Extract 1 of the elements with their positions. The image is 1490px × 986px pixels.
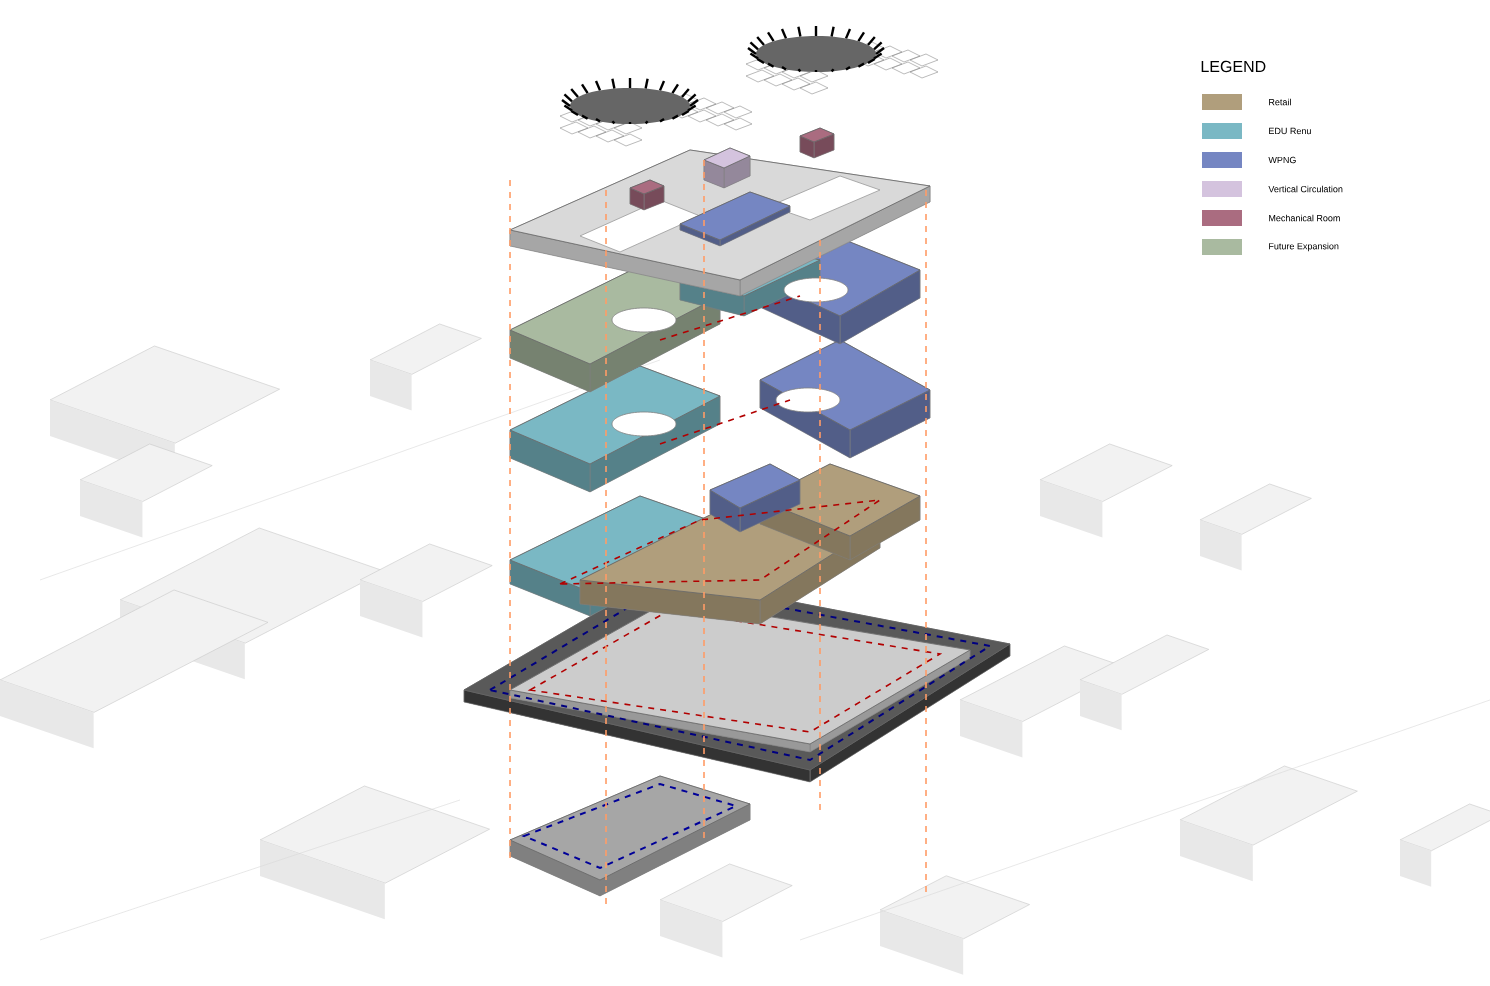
- legend-heading: LEGEND: [1201, 60, 1266, 73]
